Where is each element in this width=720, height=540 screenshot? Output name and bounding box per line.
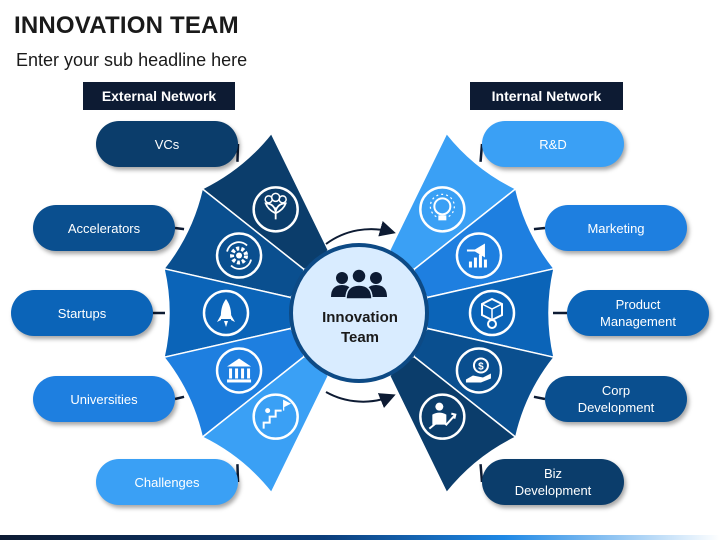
center-label: Innovation Team: [322, 309, 398, 346]
pill-marketing[interactable]: Marketing: [545, 205, 687, 251]
top-cycle-arrow: [325, 221, 396, 245]
rocket-icon: [202, 289, 250, 337]
pill-universities[interactable]: Universities: [33, 376, 175, 422]
external-connector-1: [174, 226, 185, 231]
pill-challenges[interactable]: Challenges: [96, 459, 238, 505]
dollar-hand-icon: $: [455, 347, 503, 394]
center-circle: [289, 243, 429, 383]
internal-network-header: Internal Network: [470, 82, 623, 110]
pill-corp-development[interactable]: Corp Development: [545, 376, 687, 422]
pill-rnd[interactable]: R&D: [482, 121, 624, 167]
money-plant-icon: [252, 186, 299, 233]
megaphone-chart-icon: [455, 232, 503, 279]
university-building-icon: [215, 347, 263, 394]
external-connector-0: [236, 143, 240, 162]
pill-product-management[interactable]: Product Management: [567, 290, 709, 336]
pill-label: VCs: [154, 136, 180, 152]
internal-connector-4: [479, 464, 484, 483]
pill-startups[interactable]: Startups: [11, 290, 153, 336]
product-box-gear-icon: [468, 289, 516, 337]
page-title: INNOVATION TEAM: [14, 12, 239, 39]
pill-label: Biz Development: [514, 466, 592, 498]
pill-label: Accelerators: [67, 220, 141, 236]
page-subtitle: Enter your sub headline here: [16, 50, 248, 70]
people-group-icon: [331, 268, 387, 300]
pill-label: Marketing: [587, 220, 645, 236]
internal-connector-1: [533, 226, 546, 231]
pill-label: Product Management: [600, 297, 676, 329]
svg-text:$: $: [478, 361, 484, 372]
pill-accelerators[interactable]: Accelerators: [33, 205, 175, 251]
external-connector-3: [174, 395, 185, 401]
pill-label: R&D: [539, 136, 567, 152]
internal-connector-0: [479, 143, 484, 162]
climb-flag-icon: [252, 393, 299, 440]
growth-person-icon: [419, 393, 466, 440]
pill-vcs[interactable]: VCs: [96, 121, 238, 167]
external-network-header: External Network: [83, 82, 235, 110]
bottom-cycle-arrow: [325, 391, 396, 408]
lightbulb-gear-icon: [419, 186, 466, 233]
pill-label: Universities: [70, 391, 138, 407]
pill-biz-development[interactable]: Biz Development: [482, 459, 624, 505]
bottom-accent-bar: [0, 535, 720, 540]
pill-label: Challenges: [134, 474, 200, 490]
gear-cycle-icon: [215, 232, 263, 279]
pill-label: Corp Development: [577, 383, 655, 415]
pill-label: Startups: [57, 305, 107, 321]
internal-connector-3: [533, 395, 546, 401]
